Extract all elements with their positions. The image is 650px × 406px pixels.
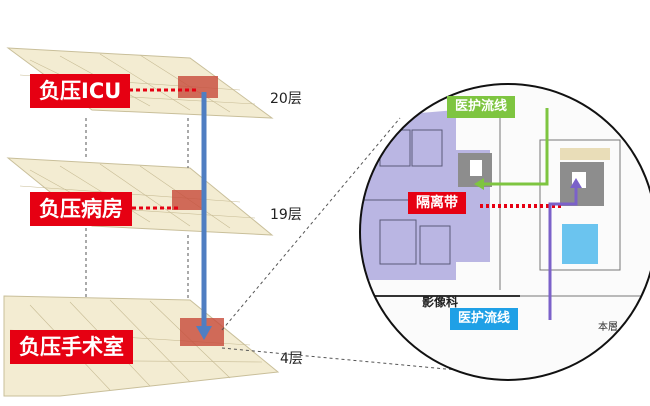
medical-flow-tag-bottom: 医护流线 (450, 308, 519, 330)
floor-label-19: 19层 (270, 207, 302, 223)
imaging-dept-label: 影像科 (422, 295, 459, 309)
medical-flow-tag-top: 医护流线 (447, 96, 516, 118)
zoom-lines (221, 117, 479, 373)
floor-label-20: 20层 (270, 91, 302, 107)
zoom-circle-border (359, 83, 650, 381)
label-negative-ward: 负压病房 (30, 192, 132, 226)
floor-label-4: 4层 (280, 351, 303, 367)
isolation-zone-tag: 隔离带 (408, 192, 466, 214)
label-connectors (122, 88, 196, 210)
green-flow-path (474, 108, 549, 190)
floor-guides (85, 118, 189, 300)
purple-flow-path (548, 178, 582, 320)
floor-plate-4 (3, 295, 280, 397)
vertical-transfer-arrow (196, 92, 212, 340)
zoom-detail (360, 84, 650, 380)
corner-note: 本層 (598, 322, 618, 333)
label-negative-operating-room: 负压手术室 (10, 330, 133, 364)
label-negative-icu: 负压ICU (30, 74, 131, 108)
